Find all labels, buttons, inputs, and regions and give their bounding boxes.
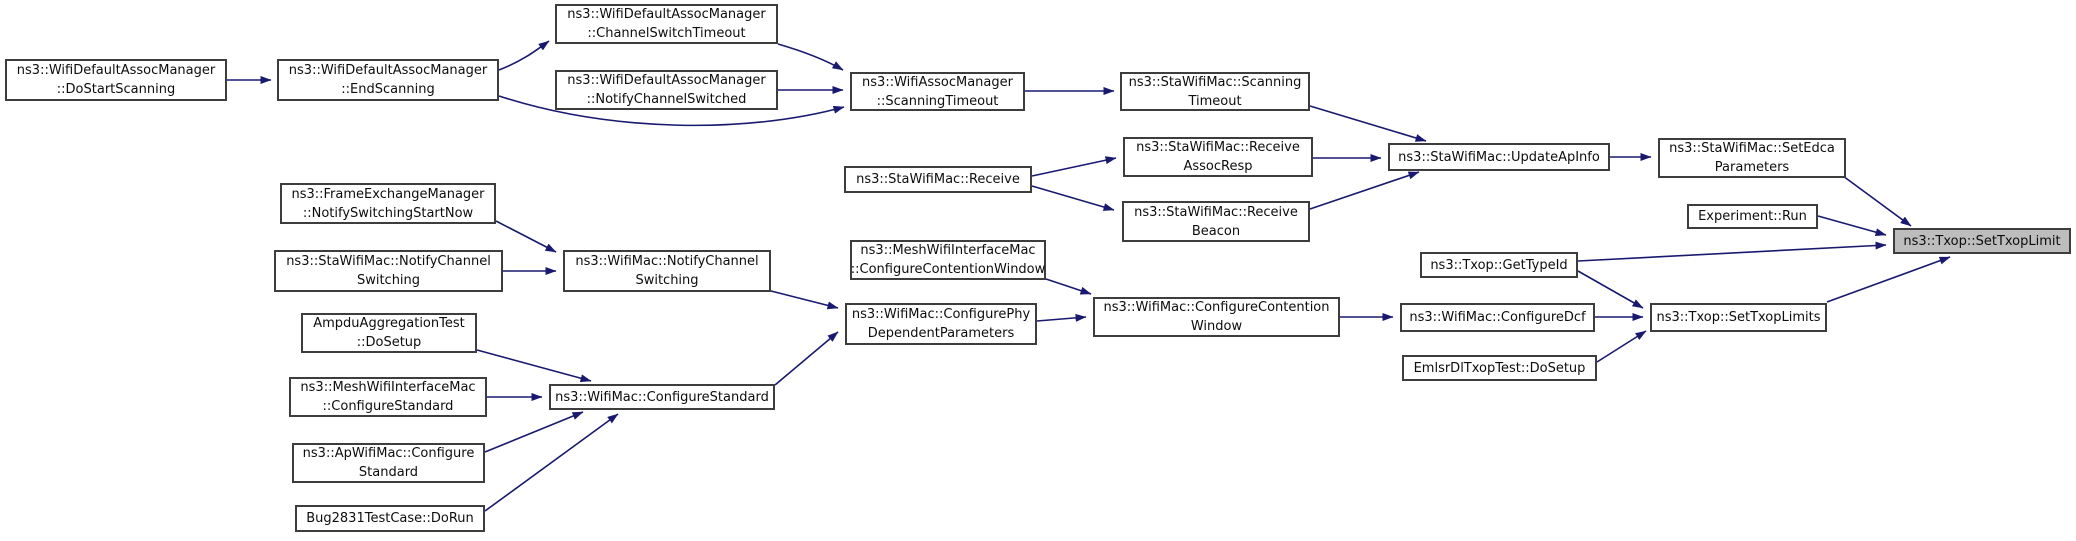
node-configure-phy-dependent-parameters[interactable]: ns3::WifiMac::ConfigurePhy DependentPara…	[845, 303, 1037, 345]
edge-ap-configure-standard-to-configure-standard	[484, 411, 584, 453]
node-receive-assoc-resp[interactable]: ns3::StaWifiMac::Receive AssocResp	[1123, 137, 1313, 177]
node-set-txop-limits[interactable]: ns3::Txop::SetTxopLimits	[1650, 303, 1827, 332]
node-mesh-configure-contention-window[interactable]: ns3::MeshWifiInterfaceMac ::ConfigureCon…	[850, 240, 1046, 280]
edge-end-scanning-to-assoc-scanning-timeout	[498, 95, 845, 127]
node-configure-dcf[interactable]: ns3::WifiMac::ConfigureDcf	[1400, 303, 1595, 332]
node-experiment-run[interactable]: Experiment::Run	[1687, 204, 1818, 229]
edge-ampdu-do-setup-to-configure-standard	[476, 349, 592, 383]
edge-channel-switch-timeout-to-assoc-scanning-timeout	[777, 43, 844, 71]
edge-set-txop-limits-to-set-txop-limit	[1826, 256, 1951, 303]
edge-configure-phy-to-mac-configure-contention	[1036, 313, 1087, 322]
edge-sta-receive-to-receive-beacon	[1031, 185, 1115, 211]
node-notify-switching-start-now[interactable]: ns3::FrameExchangeManager ::NotifySwitch…	[280, 183, 496, 224]
edge-bug2831-do-run-to-configure-standard	[484, 413, 619, 512]
edge-experiment-run-to-set-txop-limit	[1817, 215, 1887, 237]
node-set-edca-parameters[interactable]: ns3::StaWifiMac::SetEdca Parameters	[1658, 138, 1846, 178]
edge-receive-beacon-to-update-ap-info	[1309, 171, 1420, 210]
edge-configure-standard-to-configure-phy	[774, 331, 839, 386]
node-end-scanning[interactable]: ns3::WifiDefaultAssocManager ::EndScanni…	[277, 59, 499, 101]
node-assoc-manager-scanning-timeout[interactable]: ns3::WifiAssocManager ::ScanningTimeout	[850, 72, 1025, 111]
edge-notify-switching-start-now-to-mac-notify-channel-switching	[495, 220, 557, 253]
node-set-txop-limit-target[interactable]: ns3::Txop::SetTxopLimit	[1893, 228, 2071, 254]
node-do-start-scanning[interactable]: ns3::WifiDefaultAssocManager ::DoStartSc…	[5, 59, 227, 101]
node-ap-configure-standard[interactable]: ns3::ApWifiMac::Configure Standard	[292, 443, 485, 483]
edge-mesh-configure-contention-to-mac-configure-contention	[1045, 278, 1092, 295]
node-mac-configure-standard[interactable]: ns3::WifiMac::ConfigureStandard	[549, 384, 775, 410]
edge-end-scanning-to-channel-switch-timeout	[498, 40, 550, 71]
edge-sta-scanning-timeout-to-update-ap-info	[1309, 105, 1427, 142]
edge-emlsr-do-setup-to-set-txop-limits	[1596, 330, 1647, 363]
node-mac-notify-channel-switching[interactable]: ns3::WifiMac::NotifyChannel Switching	[563, 250, 771, 292]
node-emlsr-dl-txop-test-do-setup[interactable]: EmlsrDlTxopTest::DoSetup	[1402, 355, 1597, 381]
edge-sta-receive-to-receive-assoc-resp	[1031, 156, 1117, 177]
node-channel-switch-timeout[interactable]: ns3::WifiDefaultAssocManager ::ChannelSw…	[555, 4, 778, 44]
node-notify-channel-switched[interactable]: ns3::WifiDefaultAssocManager ::NotifyCha…	[555, 70, 778, 110]
node-sta-scanning-timeout[interactable]: ns3::StaWifiMac::Scanning Timeout	[1120, 72, 1310, 111]
node-mesh-configure-standard[interactable]: ns3::MeshWifiInterfaceMac ::ConfigureSta…	[289, 377, 487, 417]
edge-get-type-id-to-set-txop-limit	[1577, 241, 1887, 262]
node-sta-receive[interactable]: ns3::StaWifiMac::Receive	[844, 166, 1032, 193]
node-receive-beacon[interactable]: ns3::StaWifiMac::Receive Beacon	[1122, 201, 1310, 242]
node-sta-notify-channel-switching[interactable]: ns3::StaWifiMac::NotifyChannel Switching	[274, 250, 503, 292]
node-ampdu-aggregation-do-setup[interactable]: AmpduAggregationTest ::DoSetup	[301, 313, 477, 353]
edge-set-edca-parameters-to-set-txop-limit	[1842, 175, 1912, 227]
node-update-ap-info[interactable]: ns3::StaWifiMac::UpdateApInfo	[1388, 143, 1610, 171]
node-txop-get-type-id[interactable]: ns3::Txop::GetTypeId	[1420, 252, 1578, 278]
edge-get-type-id-to-set-txop-limits	[1577, 270, 1644, 309]
node-bug2831-do-run[interactable]: Bug2831TestCase::DoRun	[295, 505, 485, 532]
node-mac-configure-contention-window[interactable]: ns3::WifiMac::ConfigureContention Window	[1093, 297, 1340, 337]
edge-mac-notify-channel-switching-to-configure-phy	[770, 290, 839, 310]
